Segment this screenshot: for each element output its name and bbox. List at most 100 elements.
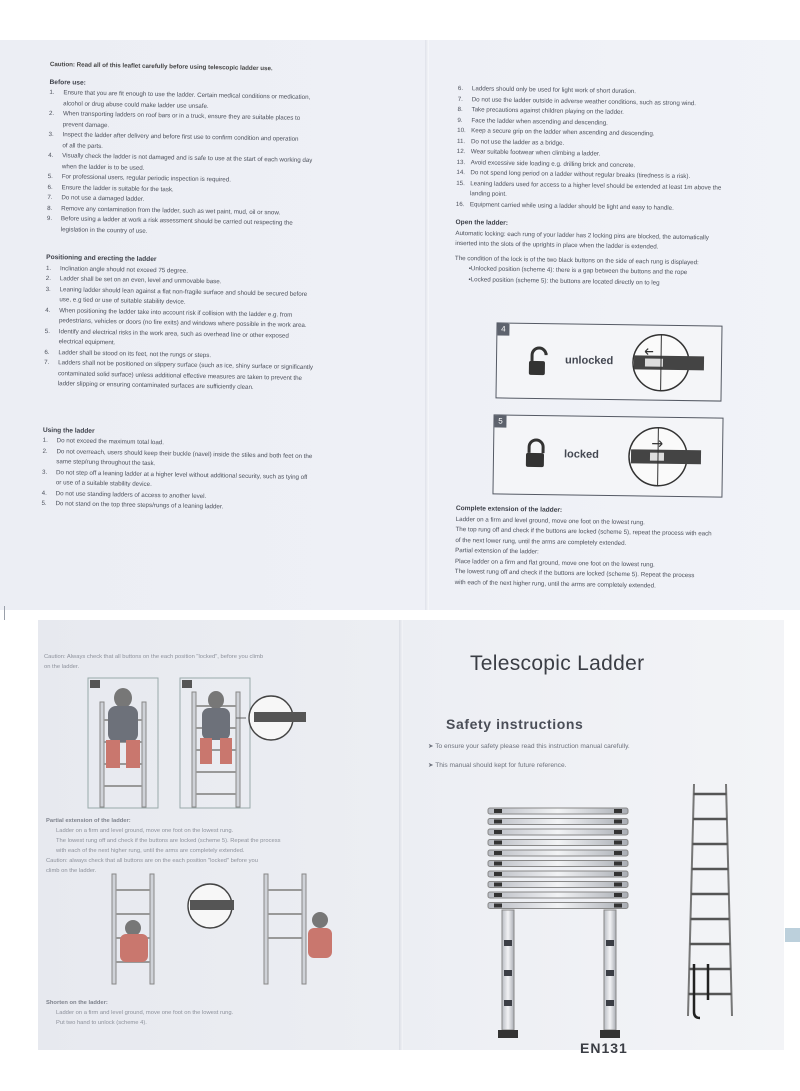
item-number: 5.	[47, 172, 54, 181]
item-number: 9.	[457, 116, 463, 124]
item-text: of all the parts.	[62, 141, 104, 150]
lock-button	[614, 851, 622, 855]
lock-button	[614, 893, 622, 897]
lock-button	[614, 809, 622, 813]
telescopic-ladder-illustration	[487, 807, 629, 1038]
closed-padlock-icon	[525, 438, 545, 468]
lock-button	[494, 861, 502, 866]
item-number: 16.	[455, 200, 465, 208]
lock-button	[614, 872, 622, 876]
cover-title: Telescopic Ladder	[470, 652, 645, 675]
item-text: legislation in the country of use.	[60, 225, 148, 235]
item-number: 4.	[48, 151, 54, 160]
item-number: 4.	[41, 489, 47, 497]
item-number: 1.	[45, 264, 52, 272]
item-number	[42, 457, 56, 468]
item-number: 7.	[457, 95, 463, 103]
ladder-rung	[487, 849, 629, 857]
extended-ladder-illustration	[687, 783, 733, 1017]
text-line: Ladder on a firm and level ground, move …	[56, 1010, 234, 1016]
safety-instructions-title: Safety instructions	[446, 716, 584, 732]
rules-list-continued: 6.Ladders should only be used for light …	[456, 84, 758, 215]
lock-button	[614, 830, 622, 834]
item-number: 1.	[49, 88, 55, 97]
bullet-text: Locked position (scheme 5): the buttons …	[470, 275, 660, 287]
item-number: 5.	[44, 327, 51, 335]
item-number: 5.	[41, 499, 47, 508]
right-column-text: 6.Ladders should only be used for light …	[454, 84, 757, 290]
lock-button	[494, 851, 502, 855]
caution-heading: Caution: Read all of this leaflet carefu…	[49, 60, 273, 73]
item-number: 12.	[456, 147, 466, 156]
ladder-hook-illustration	[692, 964, 710, 1020]
paper-edge	[4, 606, 5, 620]
ladder-rung	[487, 881, 629, 888]
item-number: 2.	[42, 447, 48, 455]
lock-button	[494, 830, 502, 834]
item-text: landing point.	[470, 190, 507, 198]
standard-label: EN131	[580, 1040, 628, 1056]
lock-button	[494, 903, 502, 908]
locked-button-diagram	[628, 426, 702, 487]
item-number	[48, 161, 62, 172]
text-line: Ladder on a firm and level ground, move …	[56, 828, 234, 834]
paper-edge	[785, 928, 800, 942]
partial-extension-section: Partial extension of the ladder: Ladder o…	[46, 816, 281, 876]
lock-button	[614, 861, 622, 866]
left-column-text: Caution: Read all of this leaflet carefu…	[41, 60, 388, 516]
item-number: 7.	[44, 358, 50, 367]
item-number: 1.	[42, 436, 48, 445]
ladder-rung	[487, 818, 629, 825]
arrow-icon: ➤	[428, 762, 436, 769]
instruction-sheet-bottom: Caution: Always check that all buttons o…	[38, 620, 784, 1056]
ladder-climbing-illustration	[87, 677, 306, 809]
lock-button	[494, 872, 502, 876]
lock-button	[614, 840, 622, 845]
item-number: 11.	[456, 137, 466, 145]
item-number: 3.	[42, 468, 48, 476]
ladder-rung	[487, 870, 629, 878]
item-number: 14.	[456, 168, 466, 177]
item-number: 2.	[48, 109, 55, 118]
item-number: 8.	[47, 204, 53, 212]
item-number: 13.	[456, 158, 466, 166]
text-line: Caution: Always check that all buttons o…	[44, 654, 264, 660]
item-number	[48, 140, 62, 151]
item-number: 15.	[456, 179, 465, 187]
lock-button	[494, 882, 502, 887]
item-number: 4.	[45, 306, 51, 314]
item-number	[49, 119, 63, 130]
item-number	[49, 98, 63, 109]
lock-button	[614, 903, 622, 908]
ladder-rung	[487, 839, 629, 846]
item-number: 9.	[46, 214, 53, 223]
section-heading: Partial extension of the ladder:	[46, 818, 131, 824]
item-number: 6.	[457, 84, 464, 93]
item-number	[44, 368, 58, 379]
ladder-rung	[487, 860, 629, 867]
lock-button	[614, 882, 622, 887]
item-number	[47, 224, 61, 235]
safety-note-2: ➤ This manual should kept for future ref…	[428, 762, 567, 769]
unlocked-button-diagram	[632, 333, 705, 392]
item-text: Do not stand on the top three steps/rung…	[55, 500, 224, 511]
text-line: on the ladder.	[44, 664, 80, 670]
item-number	[44, 337, 58, 348]
complete-extension-section: Complete extension of the ladder: Ladder…	[455, 504, 756, 593]
text-line: with each of the next higher rung, until…	[56, 848, 245, 854]
lock-button	[494, 840, 502, 845]
locked-figure: 5 locked	[492, 414, 724, 498]
open-padlock-icon	[528, 346, 548, 376]
lock-button	[494, 819, 502, 824]
caution-note: Caution: Always check that all buttons o…	[44, 652, 263, 672]
item-number: 6.	[44, 348, 50, 356]
safety-note-1: ➤ To ensure your safety please read this…	[428, 743, 630, 750]
text-line: Put two hand to unlock (scheme 4).	[56, 1020, 147, 1026]
caution-line: climb on the ladder.	[46, 868, 97, 874]
ladder-rung	[487, 891, 629, 899]
arrow-icon: ➤	[428, 743, 436, 750]
unlocked-figure: 4 unlocked	[495, 322, 723, 402]
item-number	[45, 295, 59, 306]
figure-number: 5	[494, 415, 507, 428]
item-number	[45, 316, 59, 327]
